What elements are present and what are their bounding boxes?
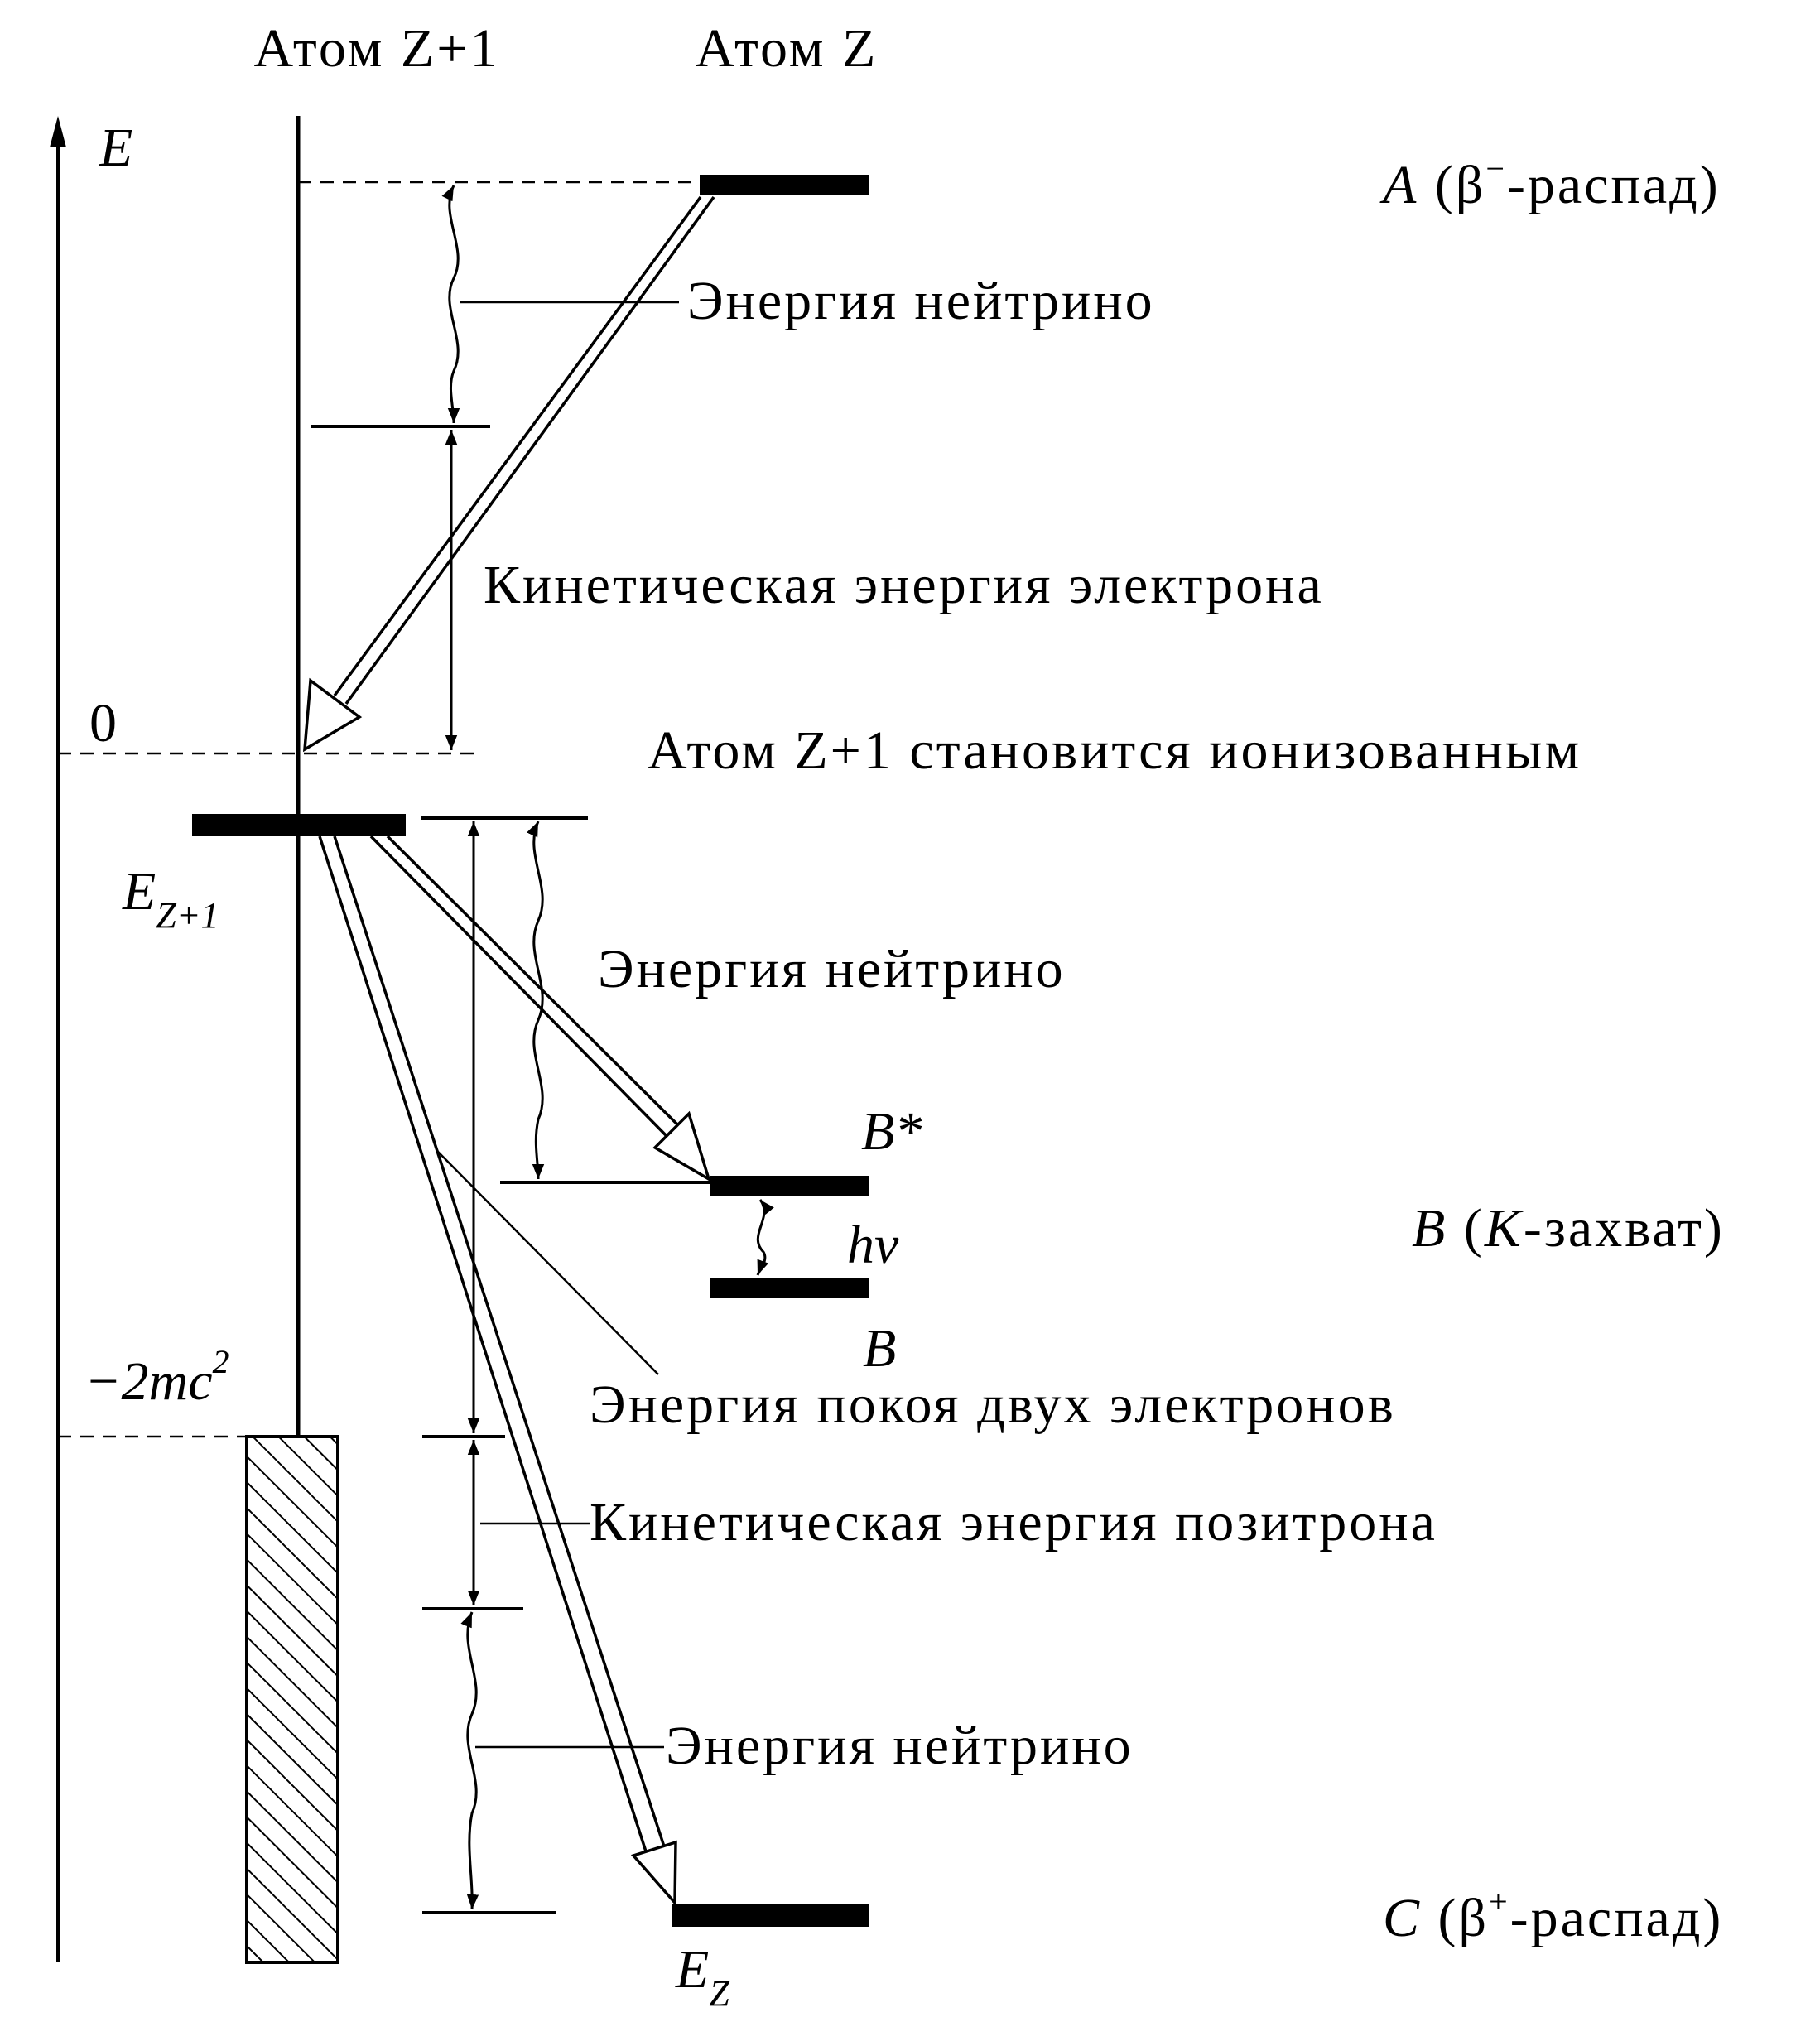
neutrino-a-arrow [441, 185, 460, 424]
case-a-label: A (β−-распад) [1379, 150, 1721, 215]
straight-arrows [445, 430, 480, 1605]
case-b-label: B (K-захват) [1412, 1198, 1725, 1259]
neutrino-arrows [441, 185, 774, 1910]
positron-kinetic-label: Кинетическая энергия позитрона [590, 1492, 1437, 1552]
electron-kinetic-label: Кинетическая энергия электрона [484, 555, 1324, 615]
h-nu-label: hν [847, 1215, 899, 1275]
leader-lines [436, 301, 679, 1749]
neutrino-energy-label-c: Энергия нейтрино [666, 1716, 1134, 1776]
neutrino-energy-label-b: Энергия нейтрино [598, 939, 1066, 999]
decay-arrows [302, 195, 715, 1907]
zero-label: 0 [89, 693, 119, 753]
atom-z1-header: Атом Z+1 [254, 18, 500, 79]
neutrino-energy-label-a: Энергия нейтрино [687, 271, 1155, 331]
rest-energy-label: Энергия покоя двух электронов [590, 1374, 1396, 1435]
energy-axis [50, 116, 66, 1962]
negative-energy-continuum [245, 1435, 339, 1964]
two-mc2-label: −2mc2 [84, 1343, 229, 1412]
photon-arrow [756, 1199, 774, 1276]
ionized-label: Атом Z+1 становится ионизованным [648, 720, 1582, 781]
dashed-lines [58, 181, 696, 1438]
ez1-label: EZ+1 [122, 861, 219, 936]
b-label: B [863, 1318, 896, 1379]
atom-z-header: Атом Z [696, 18, 879, 79]
level-ez [672, 1904, 869, 1927]
neutrino-c-arrow [460, 1611, 479, 1910]
ez-label: EZ [675, 1939, 729, 2014]
tick-lines [311, 425, 710, 1914]
neutrino-b-arrow [527, 821, 545, 1180]
energy-axis-label: E [99, 118, 132, 178]
energy-levels [192, 175, 869, 1927]
b-star-label: B* [861, 1101, 922, 1162]
level-b [710, 1278, 869, 1298]
level-ez1 [192, 814, 406, 836]
case-c-label: C (β+-распад) [1383, 1883, 1723, 1948]
level-a [700, 175, 869, 195]
level-b-star [710, 1176, 869, 1196]
